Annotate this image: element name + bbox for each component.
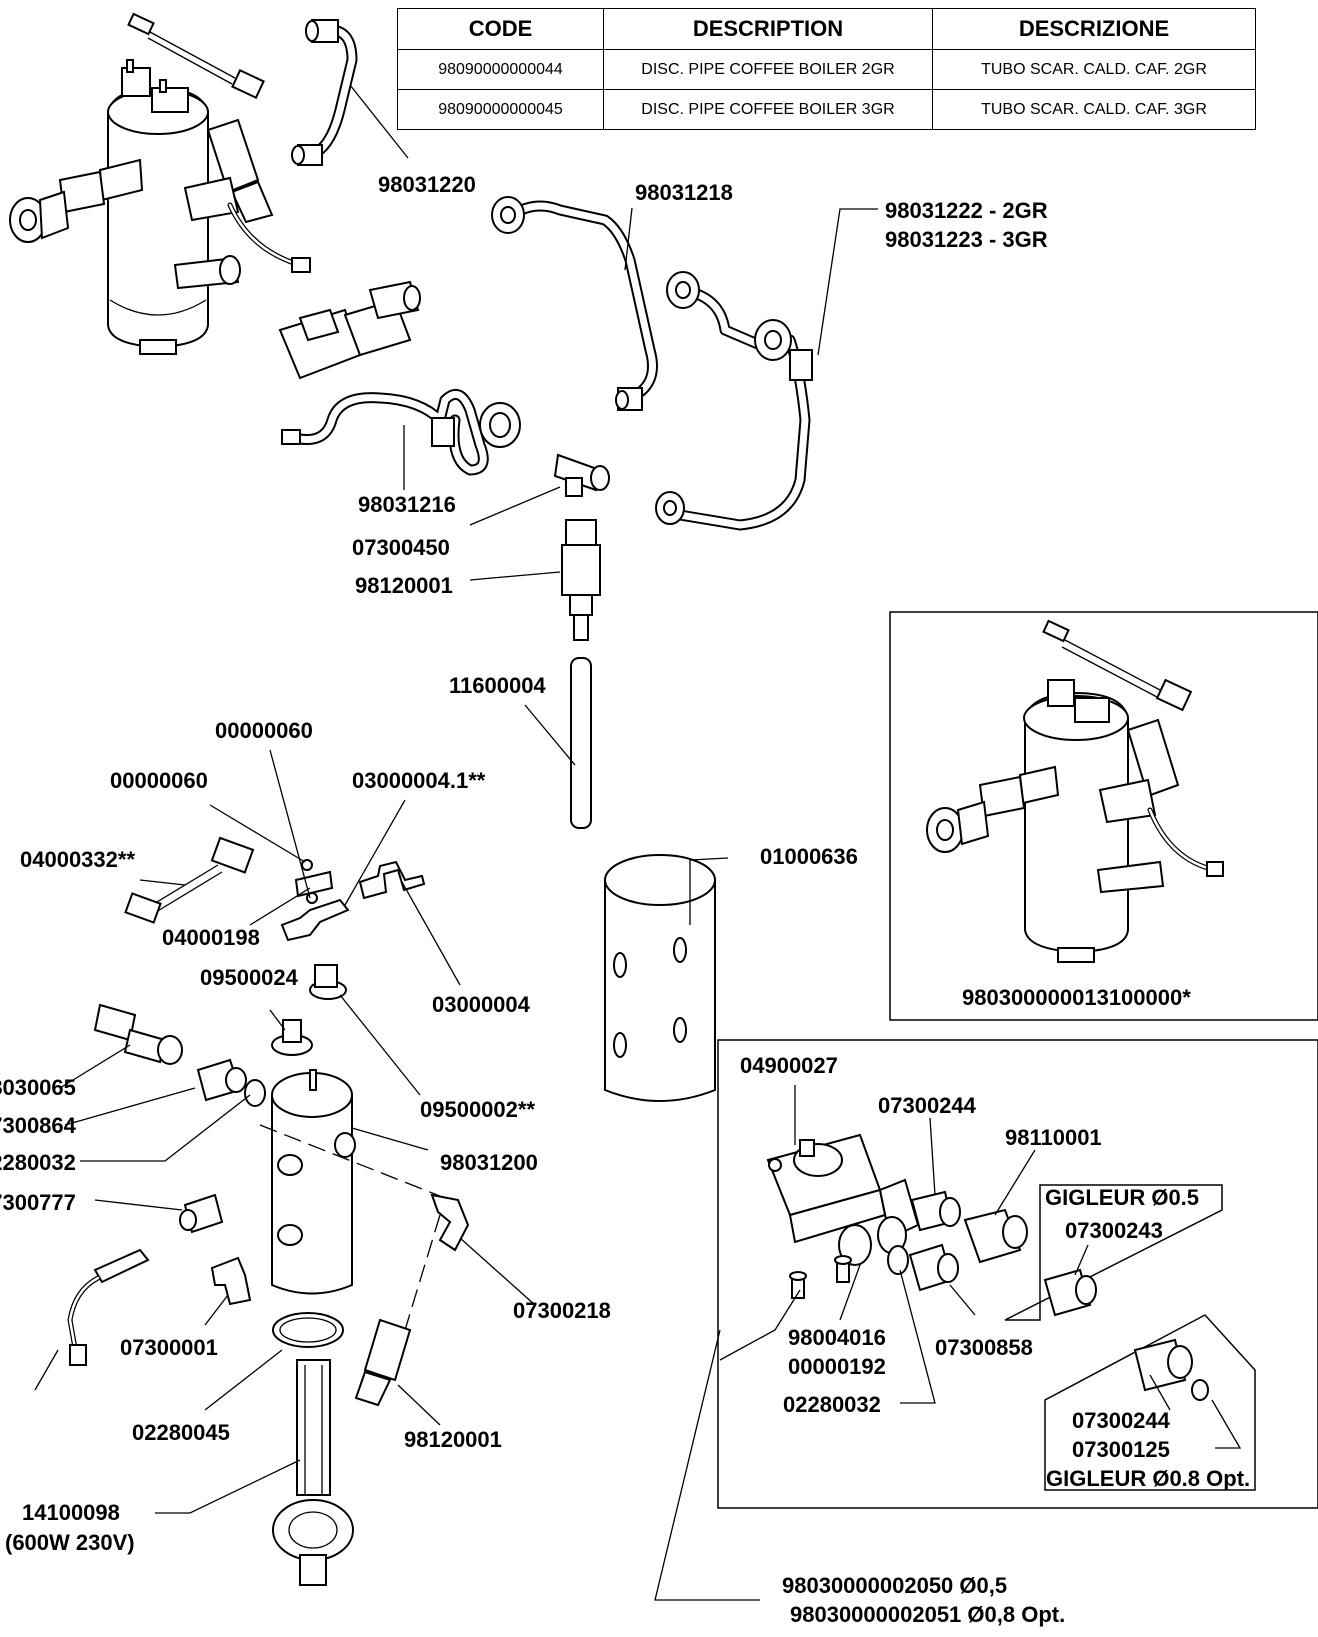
fitting-07300864 [196, 1058, 247, 1102]
part-labels: 98031220 98031218 98031222 - 2GR 9803122… [0, 172, 1250, 1627]
label-07300218: 07300218 [513, 1298, 611, 1323]
column-header-descrizione: DESCRIZIONE [932, 8, 1256, 50]
label-07300244-top: 07300244 [878, 1093, 977, 1118]
column-header-code: CODE [397, 8, 604, 50]
pipe-98031218 [491, 196, 658, 411]
label-98031222: 98031222 - 2GR [885, 198, 1048, 223]
flowmeter-04900027 [766, 1133, 920, 1266]
filter-98110001 [963, 1208, 1028, 1264]
bracket-03000004 [358, 860, 426, 900]
label-03000004-1: 03000004.1** [352, 768, 486, 793]
label-assembly-boiler: 980300000013100000* [962, 985, 1191, 1010]
pipe-98031220 [291, 19, 358, 166]
label-gigleur-05: GIGLEUR Ø0.5 [1045, 1185, 1199, 1210]
label-01000636: 01000636 [760, 844, 858, 869]
label-07300243: 07300243 [1065, 1218, 1163, 1243]
assembly-frame-flowmeter [717, 1039, 1318, 1509]
label-98120001-top: 98120001 [355, 573, 453, 598]
sleeve-01000636 [604, 854, 716, 1102]
assembly-frame-boiler [889, 611, 1318, 1021]
boiler-assembly-top-left [9, 12, 311, 355]
thermostat-09500002 [309, 964, 347, 1000]
label-07300864: 07300864 [0, 1113, 77, 1138]
label-11600004: 11600004 [449, 673, 546, 698]
table-row: 98090000000044 DISC. PIPE COFFEE BOILER … [397, 49, 1256, 90]
label-04000332: 04000332** [20, 847, 135, 872]
heating-element-14100098 [272, 1359, 354, 1586]
label-07300777: 07300777 [0, 1190, 76, 1215]
label-00000192: 00000192 [788, 1354, 886, 1379]
label-00000060-b: 00000060 [110, 768, 208, 793]
label-07300450: 07300450 [352, 535, 450, 560]
table-cell-descrizione: TUBO SCAR. CALD. CAF. 3GR [932, 89, 1256, 130]
table-cell-descrizione: TUBO SCAR. CALD. CAF. 2GR [932, 49, 1256, 90]
table-cell-code: 98090000000044 [397, 49, 604, 90]
gigleur-05-group [1004, 1184, 1223, 1321]
fitting-07300777 [179, 1193, 224, 1234]
label-assembly-05: 98030000002050 Ø0,5 [782, 1573, 1007, 1598]
oring-02280032-left [244, 1079, 266, 1107]
gigleur-08-group [1044, 1314, 1256, 1491]
table-cell-code: 98090000000045 [397, 89, 604, 130]
label-07300001: 07300001 [120, 1335, 218, 1360]
fitting-07300858 [908, 1243, 959, 1292]
label-02280045: 02280045 [132, 1420, 230, 1445]
fitting-07300244-top [910, 1190, 961, 1232]
probe [67, 1248, 150, 1366]
label-98004016: 98004016 [788, 1325, 886, 1350]
boiler-98031200 [259, 1069, 451, 1331]
pipe-98031216 [281, 388, 521, 476]
table-cell-description: DISC. PIPE COFFEE BOILER 2GR [603, 49, 933, 90]
bracket-04000198 [294, 870, 334, 898]
label-98031220: 98031220 [378, 172, 476, 197]
tee-fitting-07300450 [553, 453, 610, 497]
label-98031223: 98031223 - 3GR [885, 227, 1048, 252]
label-98031216: 98031216 [358, 492, 456, 517]
label-00000060-a: 00000060 [215, 718, 313, 743]
label-14100098: 14100098 [22, 1500, 120, 1525]
label-gigleur-08: GIGLEUR Ø0.8 Opt. [1046, 1466, 1250, 1491]
label-07300858: 07300858 [935, 1335, 1033, 1360]
fitting-98030065 [93, 1003, 183, 1065]
table-cell-description: DISC. PIPE COFFEE BOILER 3GR [603, 89, 933, 130]
check-valve-98120001-top [561, 519, 601, 641]
label-07300125: 07300125 [1072, 1437, 1170, 1462]
label-07300244-bottom: 07300244 [1072, 1408, 1171, 1433]
thermostat-09500024 [271, 1019, 313, 1056]
label-09500002: 09500002** [420, 1097, 535, 1122]
label-04900027: 04900027 [740, 1053, 838, 1078]
label-09500024: 09500024 [200, 965, 299, 990]
label-assembly-08: 98030000002051 Ø0,8 Opt. [790, 1602, 1065, 1627]
label-02280032-left: 02280032 [0, 1150, 76, 1175]
flowmeter-top [278, 280, 421, 380]
pipe-98031222-98031223 [655, 271, 813, 531]
oring-02280045 [272, 1312, 344, 1348]
label-98110001: 98110001 [1005, 1125, 1102, 1150]
boiler-assembly-right [926, 619, 1224, 963]
label-98031200: 98031200 [440, 1150, 538, 1175]
table-row: 98090000000045 DISC. PIPE COFFEE BOILER … [397, 89, 1256, 130]
screw-98004016 [789, 1255, 852, 1299]
elbow-07300001 [210, 1256, 252, 1306]
leader-lines [34, 84, 1242, 1601]
tube-11600004 [570, 657, 592, 829]
label-02280032-right: 02280032 [783, 1392, 881, 1417]
valve-98120001-bottom [354, 1318, 412, 1407]
elbow-07300218 [430, 1193, 470, 1252]
label-98120001-bottom: 98120001 [404, 1427, 502, 1452]
parts-table: CODE DESCRIPTION DESCRIZIONE 98090000000… [397, 8, 1256, 130]
table-header-row: CODE DESCRIPTION DESCRIZIONE [397, 8, 1256, 50]
label-03000004: 03000004 [432, 992, 531, 1017]
label-04000198: 04000198 [162, 925, 260, 950]
label-98030065: 98030065 [0, 1075, 76, 1100]
bracket-03000004-1 [280, 898, 350, 942]
label-14100098-spec: (600W 230V) [5, 1530, 135, 1555]
label-98031218: 98031218 [635, 180, 733, 205]
oring-02280032-right [887, 1245, 909, 1275]
column-header-description: DESCRIPTION [603, 8, 933, 50]
